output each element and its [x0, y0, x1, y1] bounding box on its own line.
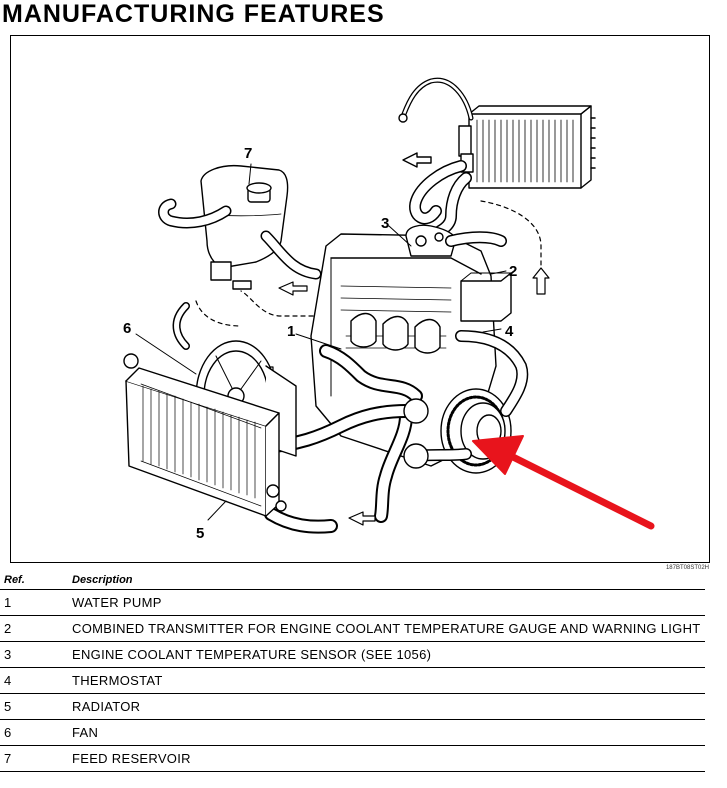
table-row: 3 ENGINE COOLANT TEMPERATURE SENSOR (SEE…: [0, 641, 705, 668]
row-description: COMBINED TRANSMITTER FOR ENGINE COOLANT …: [72, 615, 705, 642]
row-ref: 6: [0, 719, 72, 746]
heater-matrix-drawing: [398, 77, 596, 242]
callout-5: 5: [196, 525, 204, 542]
feed-reservoir-drawing: [158, 164, 322, 296]
table-row: 1 WATER PUMP: [0, 589, 705, 616]
table-row: 4 THERMOSTAT: [0, 667, 705, 694]
ref-column-header: Ref.: [0, 569, 72, 590]
row-ref: 4: [0, 667, 72, 694]
row-ref: 5: [0, 693, 72, 720]
flow-dashed-lines: [195, 200, 542, 327]
table-header-row: Ref. Description: [0, 569, 705, 590]
cooling-system-diagram: 7 3 2 4 1 6 5: [10, 35, 710, 563]
table-row: 6 FAN: [0, 719, 705, 746]
red-indicator-arrow: [472, 435, 655, 530]
row-description: RADIATOR: [72, 693, 705, 720]
row-description: FEED RESERVOIR: [72, 745, 705, 772]
description-column-header: Description: [72, 569, 705, 590]
row-description: ENGINE COOLANT TEMPERATURE SENSOR (SEE 1…: [72, 641, 705, 668]
callout-3: 3: [381, 215, 389, 232]
row-ref: 3: [0, 641, 72, 668]
radiator-drawing: [123, 353, 287, 517]
row-description: WATER PUMP: [72, 589, 705, 616]
table-row: 7 FEED RESERVOIR: [0, 745, 705, 772]
row-description: THERMOSTAT: [72, 667, 705, 694]
row-ref: 7: [0, 745, 72, 772]
callout-6: 6: [123, 320, 131, 337]
table-row: 2 COMBINED TRANSMITTER FOR ENGINE COOLAN…: [0, 615, 705, 642]
callout-2: 2: [509, 263, 517, 280]
callout-7: 7: [244, 145, 252, 162]
reference-table: Ref. Description 1 WATER PUMP 2 COMBINED…: [0, 569, 705, 772]
row-description: FAN: [72, 719, 705, 746]
engine-block-drawing: [310, 224, 512, 474]
row-ref: 1: [0, 589, 72, 616]
table-row: 5 RADIATOR: [0, 693, 705, 720]
callout-4: 4: [505, 323, 514, 340]
figure-code: 187BT08ST02H: [665, 565, 709, 571]
page-title: MANUFACTURING FEATURES: [2, 0, 385, 28]
callout-leaders: [135, 163, 507, 521]
row-ref: 2: [0, 615, 72, 642]
callout-1: 1: [287, 323, 295, 340]
